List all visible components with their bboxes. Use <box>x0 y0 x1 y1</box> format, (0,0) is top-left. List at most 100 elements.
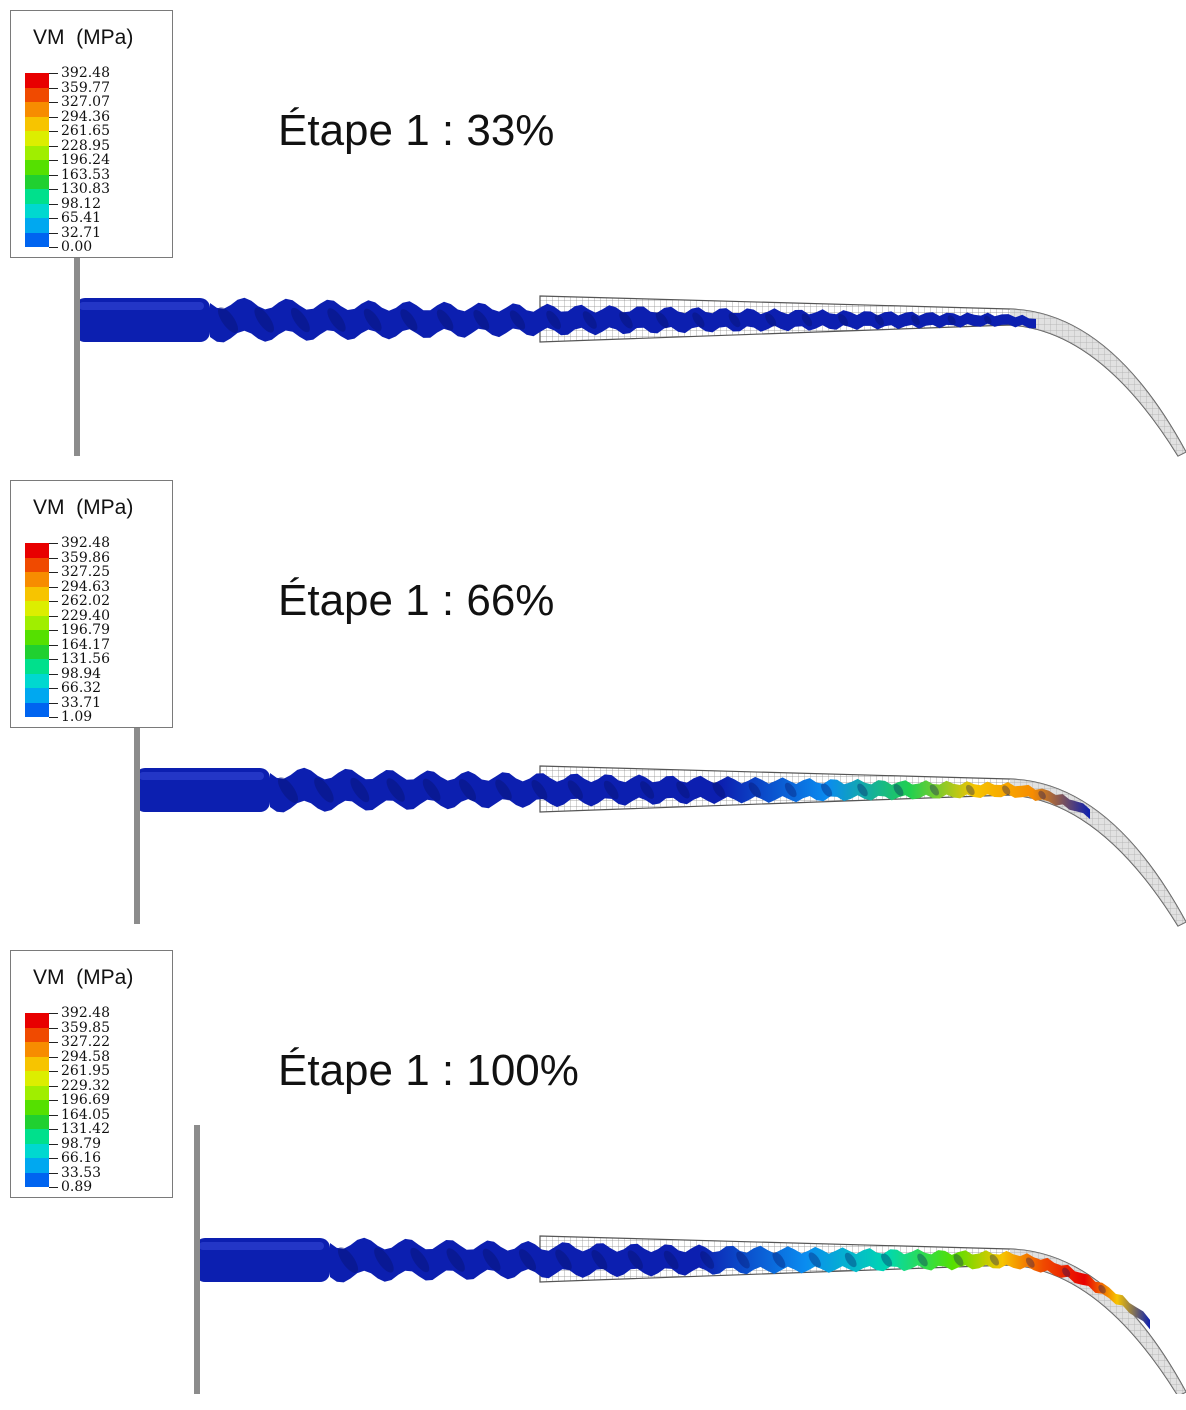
legend-swatch <box>25 131 49 146</box>
simulation-scene <box>194 1125 1186 1394</box>
legend-tick <box>49 87 58 89</box>
legend-tick <box>49 1056 58 1058</box>
stage-title: Étape 1 : 33% <box>278 106 555 155</box>
file-helix <box>270 767 1090 820</box>
legend-tick <box>49 1143 58 1145</box>
legend-tick <box>49 673 58 675</box>
legend-tick <box>49 1187 58 1188</box>
legend-value: 66.16 <box>61 1150 102 1166</box>
legend-value: 131.56 <box>61 651 110 667</box>
legend-tick <box>49 160 58 161</box>
legend-swatch <box>25 1114 49 1129</box>
legend-value: 392.48 <box>61 65 110 81</box>
legend-swatch <box>25 1085 49 1100</box>
simulation-scene <box>74 180 1186 457</box>
legend-value: 196.24 <box>61 152 110 168</box>
legend-tick <box>49 644 58 646</box>
legend-swatch <box>25 572 49 587</box>
legend-value: 228.95 <box>61 137 110 154</box>
legend-swatch <box>25 702 49 717</box>
legend-tick <box>49 1013 58 1014</box>
legend-value: 196.79 <box>61 622 110 638</box>
legend-tick <box>49 232 58 234</box>
legend-swatch <box>25 1143 49 1158</box>
legend-value: 327.25 <box>61 564 110 580</box>
legend-swatch <box>25 1013 49 1028</box>
legend-swatch <box>25 232 49 247</box>
legend-title: VM (MPa) <box>33 966 134 989</box>
legend-tick <box>49 1085 58 1087</box>
legend-value: 0.00 <box>61 239 93 255</box>
legend-tick <box>49 218 58 219</box>
legend-value: 327.22 <box>61 1034 110 1050</box>
legend-value: 0.89 <box>61 1179 93 1195</box>
legend-value: 33.53 <box>61 1164 102 1181</box>
legend-tick <box>49 601 58 602</box>
legend-title: VM (MPa) <box>33 496 134 519</box>
legend-swatch <box>25 203 49 218</box>
legend-tick <box>49 1114 58 1116</box>
file-shank <box>195 1238 330 1282</box>
legend-tick <box>49 586 58 588</box>
legend-swatch <box>25 630 49 645</box>
legend-swatch <box>25 644 49 659</box>
legend-value: 261.95 <box>61 1063 110 1079</box>
legend-value: 327.07 <box>61 94 110 110</box>
support-plate <box>134 655 140 924</box>
legend-swatch <box>25 116 49 131</box>
legend-tick <box>49 1129 58 1130</box>
legend-value: 98.79 <box>61 1135 102 1152</box>
legend-swatch <box>25 1071 49 1086</box>
legend-value: 294.58 <box>61 1048 110 1065</box>
legend-swatch <box>25 688 49 703</box>
legend-swatch <box>25 218 49 233</box>
stage-title: Étape 1 : 100% <box>278 1046 579 1095</box>
legend-tick <box>49 543 58 544</box>
file-helix <box>210 297 1036 343</box>
legend-tick <box>49 659 58 660</box>
legend-tick <box>49 615 58 617</box>
file-shank <box>75 298 210 342</box>
legend-value: 98.12 <box>61 195 102 212</box>
legend-tick <box>49 73 58 74</box>
legend-value: 66.32 <box>61 680 102 696</box>
legend-swatch <box>25 615 49 630</box>
support-plate <box>74 180 80 456</box>
legend-tick <box>49 717 58 718</box>
legend-tick <box>49 102 58 103</box>
legend-swatch <box>25 174 49 189</box>
legend-value: 229.32 <box>61 1077 110 1094</box>
legend-swatch <box>25 73 49 88</box>
legend-tick <box>49 557 58 559</box>
legend-tick <box>49 702 58 704</box>
legend-value: 359.85 <box>61 1019 110 1036</box>
legend-swatch <box>25 87 49 102</box>
legend-value: 392.48 <box>61 535 110 551</box>
legend-swatch <box>25 543 49 558</box>
legend-tick <box>49 1172 58 1174</box>
legend-swatch <box>25 1027 49 1042</box>
legend-tick <box>49 1071 58 1072</box>
file-shank <box>135 768 270 812</box>
file-helix <box>330 1237 1150 1330</box>
legend-swatch <box>25 1042 49 1057</box>
legend-value: 33.71 <box>61 694 102 711</box>
legend-tick <box>49 1158 58 1159</box>
simulation-scene <box>134 655 1186 927</box>
legend-tick <box>49 174 58 176</box>
legend-value: 163.53 <box>61 166 110 183</box>
stage-title: Étape 1 : 66% <box>278 576 555 625</box>
legend-tick <box>49 247 58 248</box>
legend-value: 262.02 <box>61 593 110 609</box>
legend-tick <box>49 189 58 190</box>
legend-value: 1.09 <box>61 709 93 725</box>
legend-tick <box>49 1100 58 1101</box>
legend-swatch <box>25 659 49 674</box>
legend-value: 392.48 <box>61 1005 110 1021</box>
legend-value: 229.40 <box>61 607 110 624</box>
